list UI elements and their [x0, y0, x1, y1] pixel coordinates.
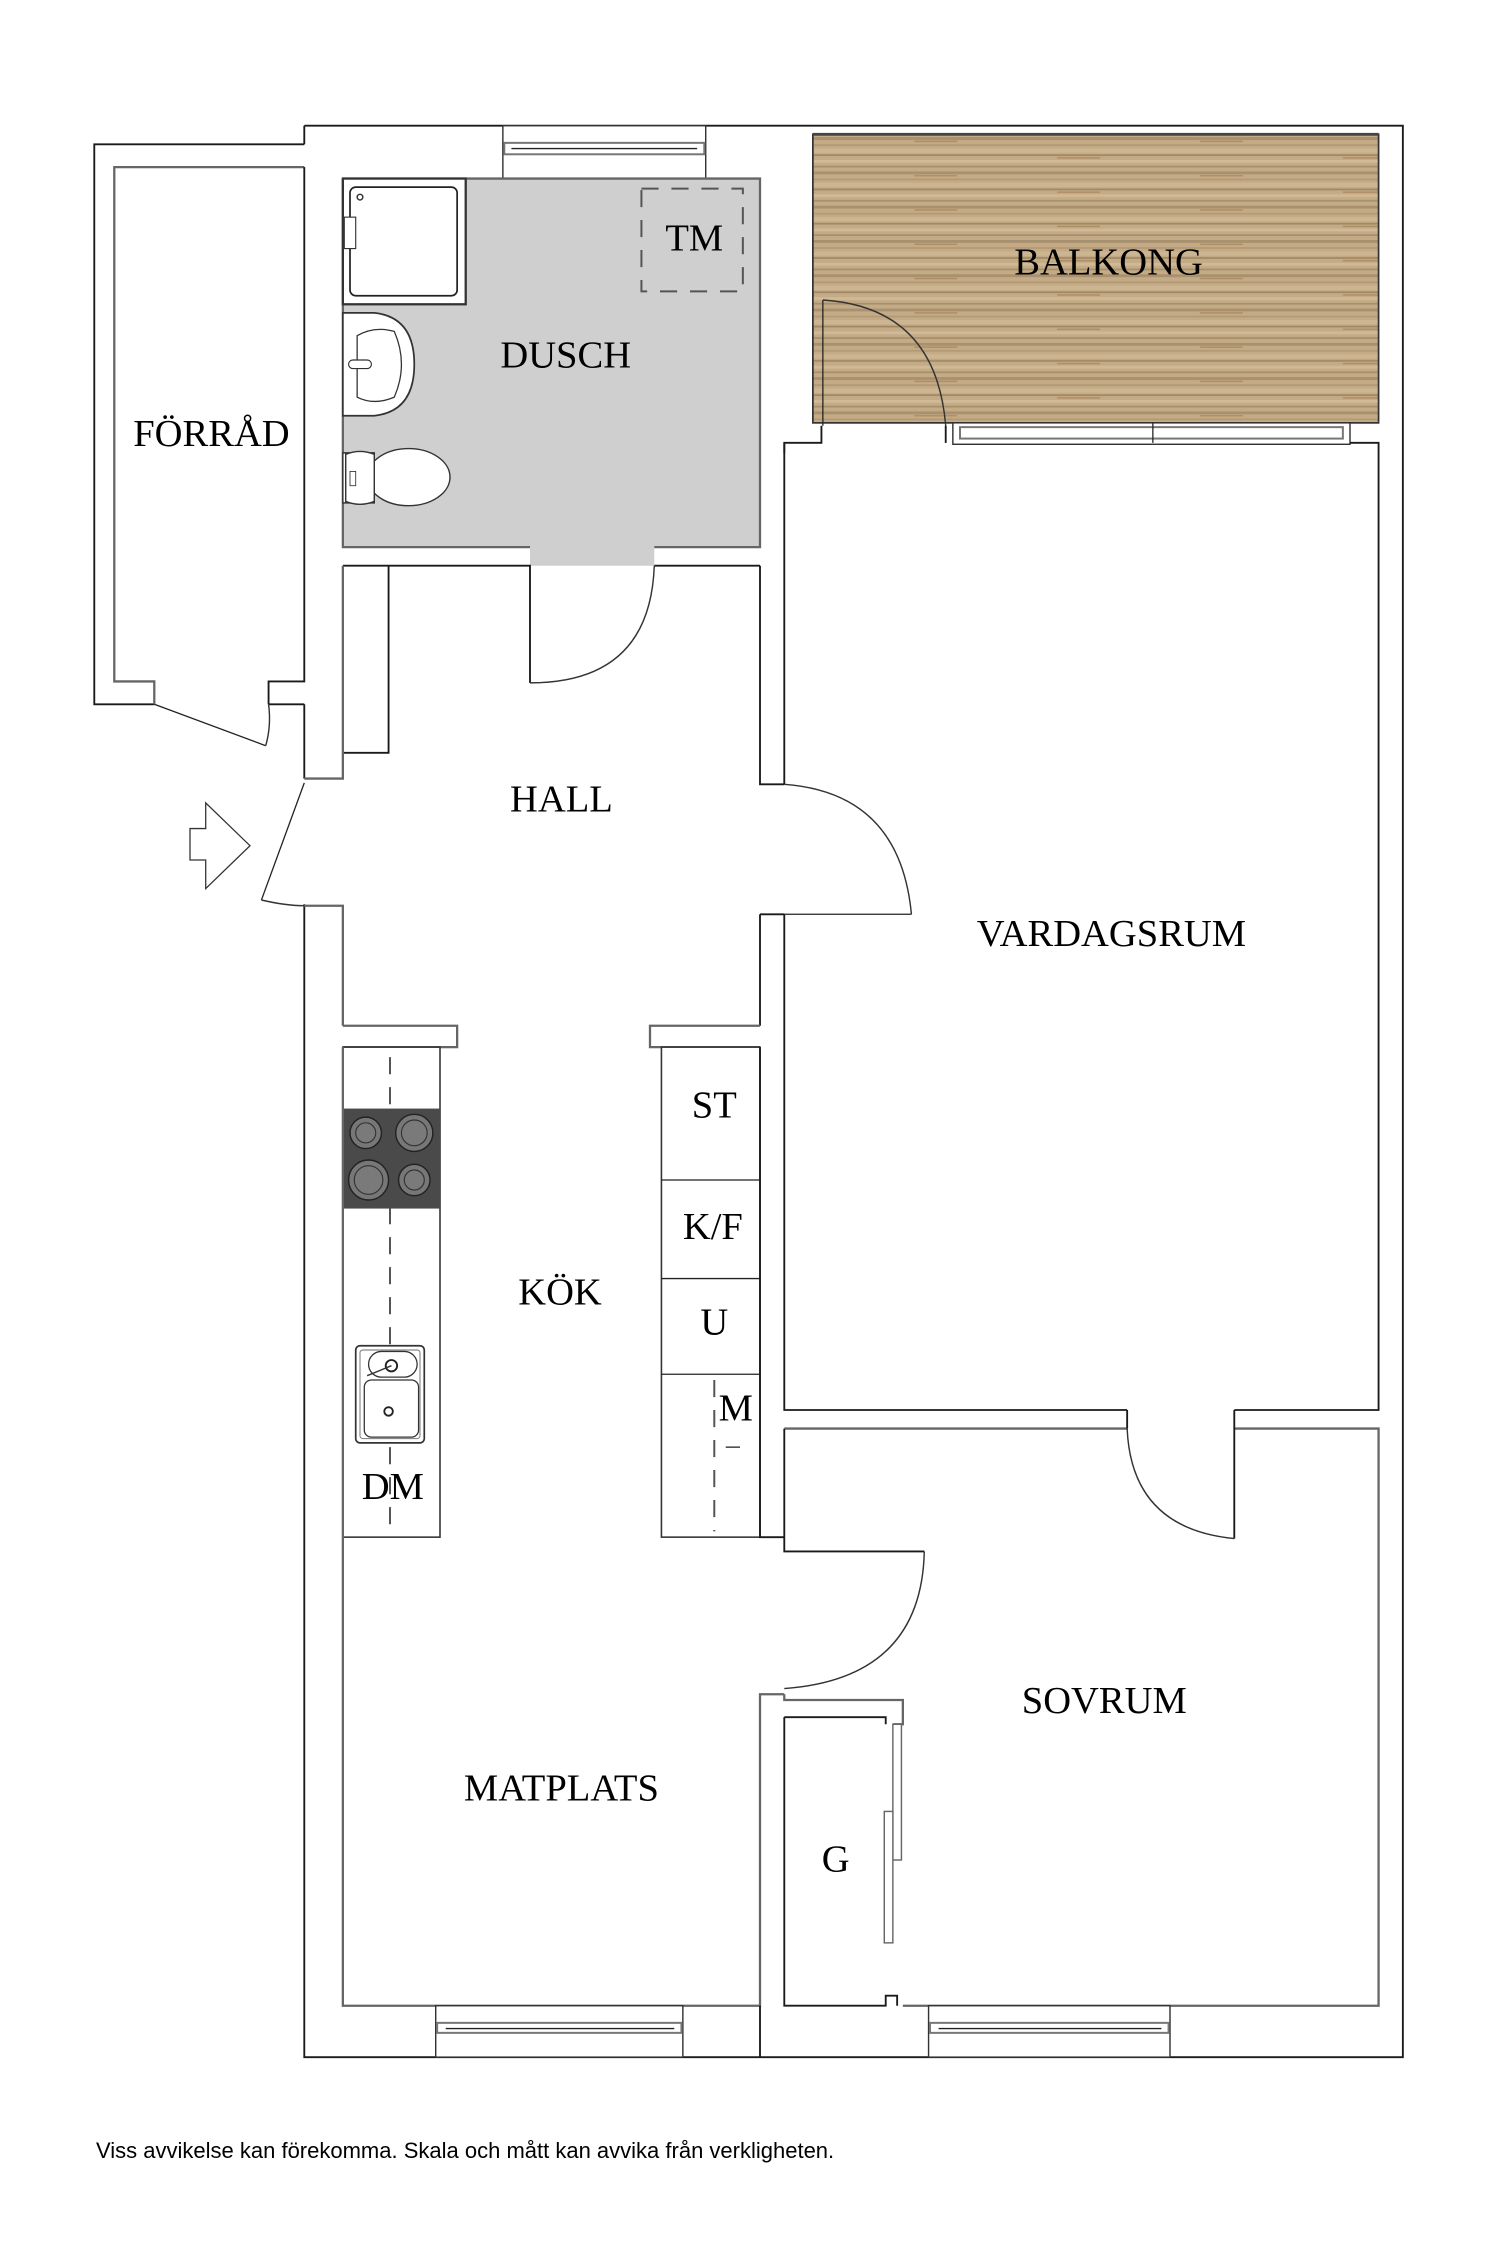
room-dusch: TM DUSCH: [341, 125, 762, 684]
room-label-vardagsrum: VARDAGSRUM: [977, 913, 1246, 955]
label-kf: K/F: [683, 1206, 743, 1248]
label-u: U: [700, 1302, 728, 1344]
room-label-kok: KÖK: [518, 1272, 602, 1314]
room-kok: DM ST K/F U M KÖK: [342, 1024, 785, 1539]
room-label-dusch: DUSCH: [500, 334, 631, 376]
room-vardagsrum: VARDAGSRUM: [783, 425, 1380, 1411]
label-st: ST: [692, 1084, 737, 1126]
room-label-sovrum: SOVRUM: [1022, 1680, 1187, 1722]
label-m: M: [719, 1387, 753, 1429]
room-label-hall: HALL: [510, 779, 613, 821]
room-hall: HALL: [189, 565, 913, 1026]
room-forrad: FÖRRÅD: [113, 166, 306, 747]
label-garderob: G: [822, 1839, 850, 1881]
room-label-balkong: BALKONG: [1014, 242, 1203, 284]
kitchen-sink-icon: [354, 1344, 426, 1444]
room-sovrum: G SOVRUM: [759, 1410, 1380, 2058]
room-label-forrad: FÖRRÅD: [133, 413, 289, 455]
label-tm: TM: [665, 217, 723, 259]
room-label-matplats: MATPLATS: [464, 1767, 659, 1809]
room-matplats: MATPLATS: [341, 1047, 925, 2058]
outer-walls: [93, 124, 1404, 2059]
entrance-arrow-icon: [189, 801, 251, 891]
label-dm: DM: [362, 1466, 424, 1508]
disclaimer-text: Viss avvikelse kan förekomma. Skala och …: [96, 2138, 835, 2163]
room-balkong: BALKONG: [812, 132, 1380, 445]
